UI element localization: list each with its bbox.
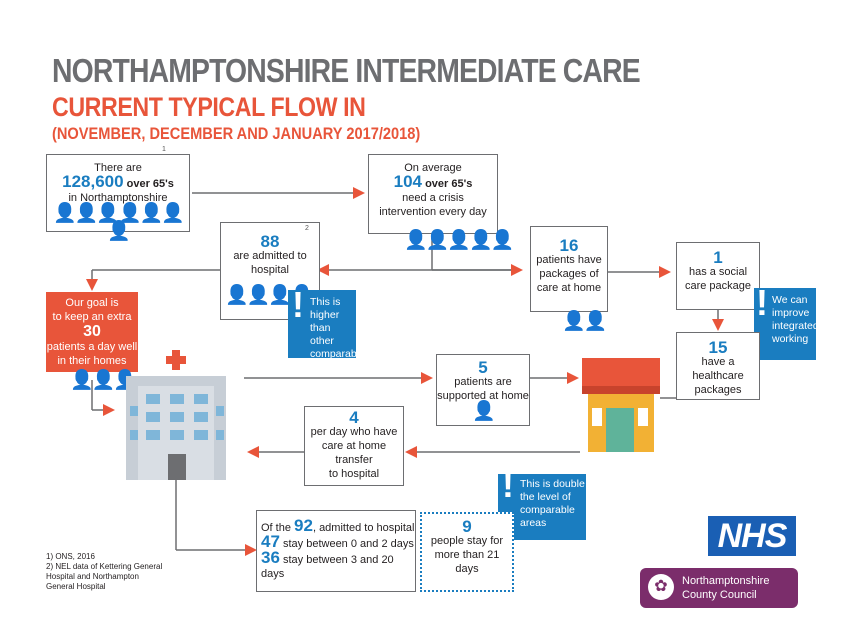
transfer-line3: to hospital [328,468,380,480]
stay-l3-number: 36 [261,548,280,567]
note-double-line: comparable [520,504,575,516]
note-higher-line: than other [310,322,334,347]
note-improve-line: We can [772,294,808,306]
admitted-number: 88 [260,232,280,251]
social-care-number: 1 [713,248,723,267]
council-name-line2: County Council [682,589,757,601]
note-double-line: areas [520,517,547,529]
population-box: There are 128,600 over 65's in Northampt… [46,154,190,241]
crisis-box: On average 104 over 65's need a crisis i… [368,154,498,234]
transfer-box: 4 per day who have care at home transfer… [304,406,404,486]
healthcare-number: 15 [708,338,728,357]
crisis-suffix: over 65's [425,178,473,190]
admitted-line2: hospital [251,264,289,276]
footnote-1: 1) ONS, 2016 [46,552,95,561]
admitted-line1: are admitted to [233,250,307,262]
page-subtitle: CURRENT TYPICAL FLOW IN [52,92,366,122]
page-title: NORTHAMPTONSHIRE INTERMEDIATE CARE [52,52,641,89]
population-post: in Northamptonshire [68,192,168,204]
goal-line3: patients a day well [46,341,138,353]
long-stay-line3: days [455,563,479,575]
transfer-line1: per day who have [310,426,398,438]
crisis-post2: intervention every day [379,206,487,218]
nhs-logo: NHS [708,516,796,556]
council-name-line1: Northamptonshire [682,575,770,587]
note-higher: ! This is higher than other comparable a… [288,284,365,373]
people-icons: 👤👤 [562,311,607,332]
healthcare-box: 15 have a healthcare packages [676,332,760,400]
home-packages-box: 16 patients have packages of care at hom… [530,226,608,312]
long-stay-line1: people stay for [430,535,504,547]
stay-l1-post: , admitted to hospital [312,522,415,534]
note-improve-line: improve [772,307,810,319]
note-double: ! This is double the level of comparable… [498,464,586,540]
people-icons: 👤👤👤👤👤 [404,230,514,251]
people-icons: 👤👤👤 [70,370,137,391]
long-stay-box: 9 people stay for more than 21 days [420,512,514,592]
hospital-icon [126,350,226,480]
population-number: 128,600 [62,172,124,191]
footnotes: 1) ONS, 2016 2) NEL data of Kettering Ge… [46,552,162,592]
supported-number: 5 [478,358,488,377]
healthcare-line1: have a healthcare [692,356,744,382]
home-packages-line2: packages of [539,268,599,280]
people-icons: 👤👤👤👤👤👤👤 [53,203,185,242]
note-double-line: This is double [520,478,585,490]
stay-l2-post: stay between 0 and 2 days [282,538,414,550]
footnote-ref-1: 1 [162,146,166,153]
population-suffix: over 65's [126,178,174,190]
social-care-line1: has a social [688,266,748,278]
exclamation-icon: ! [502,464,514,505]
healthcare-line2: packages [694,384,742,396]
home-packages-line1: patients have [536,254,602,266]
stay-l1-number: 92 [294,516,313,535]
note-higher-line: This is higher [310,296,341,321]
goal-line4: in their homes [57,355,127,367]
note-double-line: the level of [520,491,571,503]
crisis-number: 104 [393,172,423,191]
note-improve-line: working [772,333,809,345]
note-higher-line: areas [310,361,337,373]
goal-line2: to keep an extra [52,311,132,323]
home-icon [582,358,660,452]
crisis-post1: need a crisis [402,192,464,204]
note-higher-line: comparable [310,348,365,360]
stay-l1-pre: Of the [261,522,291,534]
note-improve-line: integrated [772,320,819,332]
stay-l2-number: 47 [261,532,280,551]
supported-line1: patients are [454,376,512,388]
supported-box: 5 patients are supported at home 👤 [436,354,530,426]
crisis-pre: On average [404,162,462,174]
goal-number: 30 [83,323,101,340]
footnote-2-cont: General Hospital [46,582,106,591]
home-packages-number: 16 [559,236,579,255]
footnote-ref-2: 2 [305,225,309,232]
council-logo: ✿ Northamptonshire County Council [640,568,798,608]
transfer-number: 4 [349,408,359,427]
social-care-line2: care package [684,280,752,292]
supported-line2: supported at home [437,390,529,402]
rose-icon: ✿ [648,574,674,600]
long-stay-number: 9 [462,517,472,536]
person-icon: 👤 [472,401,496,422]
exclamation-icon: ! [292,284,304,325]
exclamation-icon: ! [756,282,768,323]
period-label: (NOVEMBER, DECEMBER AND JANUARY 2017/201… [52,124,421,143]
stay-l3-post: stay between 3 and 20 days [261,554,394,580]
goal-box: Our goal is to keep an extra 30 patients… [46,292,138,372]
note-improve: ! We can improve integrated working [754,282,819,360]
footnote-2: 2) NEL data of Kettering General [46,562,163,571]
population-pre: There are [94,162,142,174]
transfer-line2: care at home transfer [321,440,387,466]
stay-box: Of the 92, admitted to hospital 47 stay … [256,510,416,592]
social-care-box: 1 has a social care package [676,242,760,310]
goal-line1: Our goal is [65,297,119,309]
long-stay-line2: more than 21 [434,549,500,561]
home-packages-line3: care at home [536,282,602,294]
footnote-2-cont: Hospital and Northampton [46,572,139,581]
